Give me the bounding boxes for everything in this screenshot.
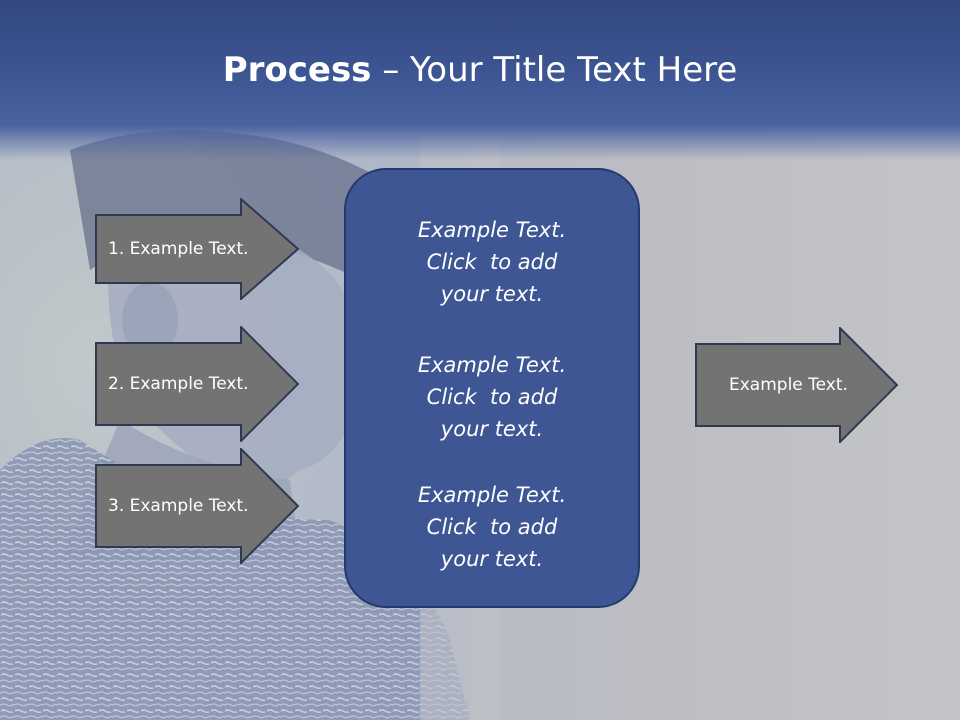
right-arrow-label: Example Text. xyxy=(729,375,848,395)
paragraph-line: Example Text. xyxy=(417,218,567,242)
left-arrow-label: 3. Example Text. xyxy=(108,496,249,516)
paragraph-line: your text. xyxy=(440,547,544,571)
paragraph-line: Example Text. xyxy=(417,353,567,377)
left-arrow-label: 2. Example Text. xyxy=(108,374,249,394)
left-arrow-label: 1. Example Text. xyxy=(108,239,249,259)
title-bold: Process xyxy=(222,50,372,90)
left-arrow-2[interactable]: 2. Example Text. xyxy=(95,326,301,442)
slide-title[interactable]: Process – Your Title Text Here xyxy=(0,50,960,90)
title-band xyxy=(0,0,960,160)
left-arrow-3[interactable]: 3. Example Text. xyxy=(95,448,301,564)
paragraph-line: Example Text. xyxy=(417,483,567,507)
right-arrow[interactable]: Example Text. xyxy=(695,327,901,443)
center-paragraph: Example Text. Click to add your text. xyxy=(346,479,638,575)
title-rest: – Your Title Text Here xyxy=(371,50,738,90)
paragraph-line: Click to add xyxy=(426,515,558,539)
arrow-shape-icon xyxy=(95,448,300,564)
arrow-shape-icon xyxy=(95,198,300,300)
paragraph-line: Click to add xyxy=(426,385,558,409)
paragraph-line: Click to add xyxy=(426,250,558,274)
center-paragraph: Example Text. Click to add your text. xyxy=(346,349,638,445)
arrow-shape-icon xyxy=(95,326,300,442)
arrow-shape-icon xyxy=(695,327,899,443)
center-paragraph: Example Text. Click to add your text. xyxy=(346,214,638,310)
left-arrow-1[interactable]: 1. Example Text. xyxy=(95,198,301,300)
paragraph-line: your text. xyxy=(440,417,544,441)
paragraph-line: your text. xyxy=(440,282,544,306)
center-text-box[interactable]: Example Text. Click to add your text. Ex… xyxy=(344,168,640,608)
